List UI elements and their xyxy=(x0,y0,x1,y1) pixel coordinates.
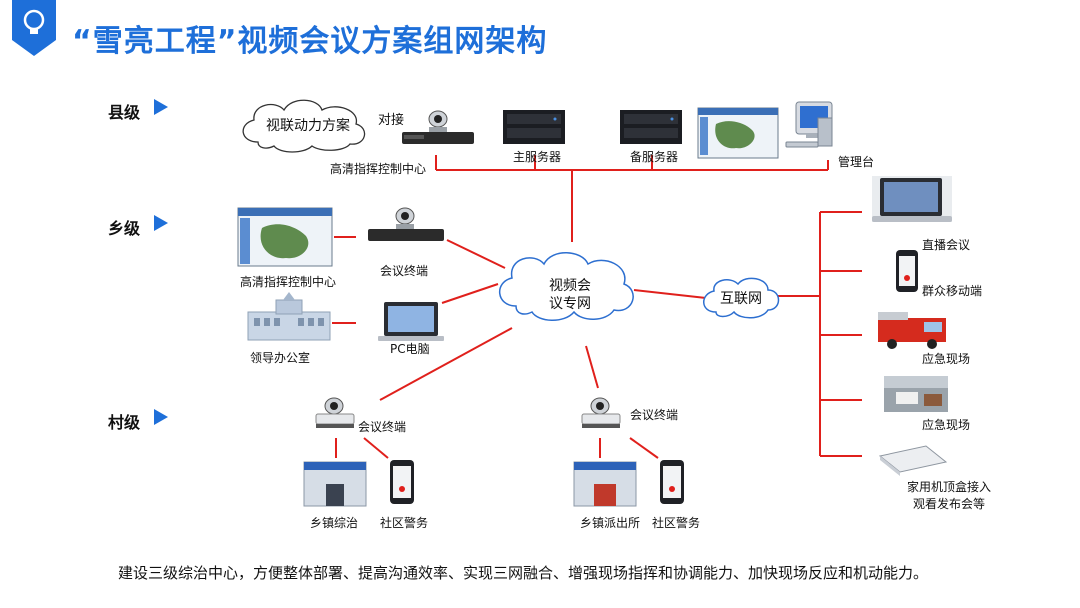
mobile-label: 群众移动端 xyxy=(922,284,983,298)
main-server-icon xyxy=(503,110,565,144)
console-label: 管理台 xyxy=(838,155,875,169)
set-top-box-line2: 观看发布会等 xyxy=(912,497,985,511)
village-right-terminal-label: 会议终端 xyxy=(630,408,679,422)
backup-server-label: 备服务器 xyxy=(630,150,679,164)
link-village-left xyxy=(379,327,513,401)
link-terminal-network xyxy=(446,239,506,269)
township-office-building-icon xyxy=(303,461,367,507)
main-server-label: 主服务器 xyxy=(513,150,562,164)
video-terminal-icon xyxy=(402,110,474,144)
link-right-police xyxy=(629,437,659,459)
township-video-terminal-icon xyxy=(368,207,444,241)
county-command-center-label: 高清指挥控制中心 xyxy=(330,162,427,176)
tier-township-label: 乡级 xyxy=(108,219,141,238)
village-right-phone-icon xyxy=(660,460,684,504)
village-left-terminal-label: 会议终端 xyxy=(358,420,407,434)
village-left-site-label: 乡镇综治 xyxy=(310,516,359,530)
live-meeting-label: 直播会议 xyxy=(922,238,971,252)
village-left-phone-icon xyxy=(390,460,414,504)
tier-village-arrow-icon xyxy=(154,409,168,425)
emergency-scene-2-label: 应急现场 xyxy=(922,418,971,432)
cloud-label: 视联动力方案 xyxy=(266,118,350,134)
video-network-line2: 议专网 xyxy=(549,296,591,312)
live-meeting-laptop-icon xyxy=(872,176,952,222)
township-command-center-label: 高清指挥控制中心 xyxy=(240,275,337,289)
backup-server-icon xyxy=(620,110,682,144)
emergency-scene-photo-icon xyxy=(884,376,948,412)
cloud-shape-icon xyxy=(242,99,366,153)
video-network-line1: 视频会 xyxy=(549,278,591,294)
laptop-pc-icon xyxy=(378,302,444,341)
lightbulb-badge-icon xyxy=(12,0,56,56)
link-network-internet xyxy=(633,289,707,299)
internet-cloud-icon xyxy=(703,277,780,319)
set-top-box-line1: 家用机顶盒接入 xyxy=(906,480,991,494)
map-screen-icon xyxy=(697,107,779,159)
village-left-camera-icon xyxy=(315,397,355,428)
township-terminal-label: 会议终端 xyxy=(380,264,429,278)
tier-county-arrow-icon xyxy=(154,99,168,115)
village-right-camera-icon xyxy=(581,397,621,428)
video-network-cloud-icon xyxy=(499,252,634,321)
desktop-computer-icon xyxy=(785,101,833,148)
internet-label: 互联网 xyxy=(720,291,762,307)
tier-village-label: 村级 xyxy=(108,413,141,432)
link-left-police xyxy=(363,437,389,459)
link-village-right xyxy=(585,345,599,389)
village-right-site-label: 乡镇派出所 xyxy=(580,516,641,530)
page-title: “雪亮工程”视频会议方案组网架构 xyxy=(72,24,548,59)
link-pc-network xyxy=(441,283,499,304)
connect-label: 对接 xyxy=(378,113,405,128)
tier-county-label: 县级 xyxy=(108,103,141,122)
fire-truck-icon xyxy=(878,312,946,349)
pc-label: PC电脑 xyxy=(390,342,430,356)
government-building-icon xyxy=(247,292,331,341)
set-top-box-icon xyxy=(878,445,948,476)
village-right-police-label: 社区警务 xyxy=(652,516,701,530)
video-network-label: 视频会 议专网 xyxy=(530,277,610,313)
footer-description: 建设三级综治中心，方便整体部署、提高沟通效率、实现三网融合、增强现场指挥和协调能… xyxy=(118,564,929,582)
set-top-box-label: 家用机顶盒接入 观看发布会等 xyxy=(906,478,992,512)
police-station-building-icon xyxy=(573,461,637,507)
emergency-scene-1-label: 应急现场 xyxy=(922,352,971,366)
township-map-screen-icon xyxy=(237,207,333,267)
tier-township-arrow-icon xyxy=(154,215,168,231)
village-left-police-label: 社区警务 xyxy=(380,516,429,530)
leader-office-label: 领导办公室 xyxy=(250,351,311,365)
mobile-phone-icon xyxy=(896,250,918,292)
